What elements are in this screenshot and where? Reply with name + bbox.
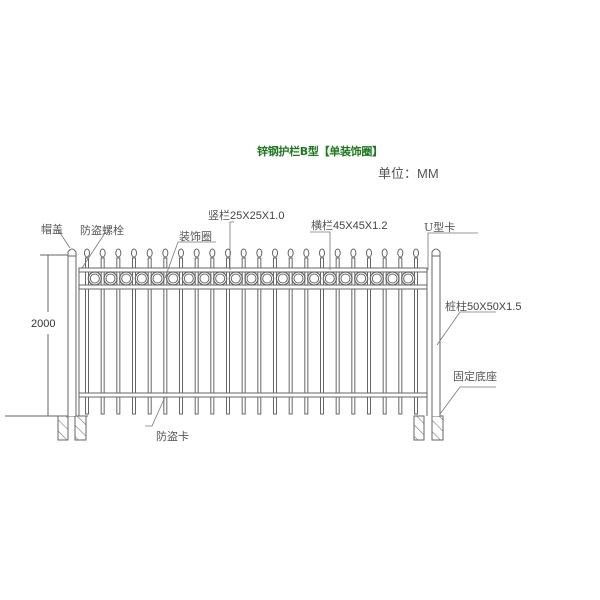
leader-ring	[164, 241, 179, 279]
leader-uclip	[427, 232, 478, 270]
decorative-ring	[87, 271, 102, 286]
picket-finial	[256, 248, 263, 258]
picket-finial	[397, 248, 404, 258]
picket	[85, 257, 89, 415]
picket-finial	[146, 248, 153, 258]
picket-finial	[193, 248, 200, 258]
decorative-ring	[291, 271, 306, 286]
decorative-ring	[322, 271, 337, 286]
picket	[351, 257, 356, 415]
label-decorative-ring: 装饰圈	[179, 230, 212, 243]
label-picket: 竖栏25X25X1.0	[208, 209, 285, 222]
picket	[163, 257, 168, 415]
picket	[273, 257, 277, 415]
decorative-ring	[197, 271, 212, 286]
decorative-ring	[354, 271, 369, 286]
decorative-ring	[385, 271, 400, 286]
picket	[132, 257, 136, 415]
leader-post	[436, 311, 496, 346]
picket	[304, 257, 309, 415]
decorative-ring	[275, 271, 290, 286]
leader-picket	[229, 221, 234, 270]
picket-finial	[287, 248, 294, 258]
leader-bolt	[81, 232, 106, 269]
picket-finial	[272, 248, 278, 258]
decorative-ring	[260, 271, 275, 286]
picket-finial	[225, 248, 231, 258]
left-post	[67, 248, 77, 416]
label-post: 桩柱50X50X1.5	[445, 300, 522, 313]
decorative-ring	[307, 271, 322, 286]
picket-finial	[115, 248, 122, 258]
picket-finial	[84, 248, 90, 258]
picket-finial	[240, 248, 247, 258]
picket-finial	[334, 248, 341, 258]
leader-base	[439, 386, 496, 415]
decorative-ring	[213, 271, 228, 286]
label-cap: 帽盖	[41, 223, 63, 236]
right-post	[431, 248, 441, 416]
middle-rail	[78, 284, 428, 290]
picket-finial	[303, 248, 310, 258]
label-anti-theft-clip: 防盗卡	[156, 430, 189, 443]
picket	[241, 257, 246, 415]
picket	[398, 257, 403, 415]
leader-antitheft-clip	[145, 396, 166, 427]
bottom-rail	[78, 392, 428, 398]
leader-cap	[57, 229, 71, 249]
decorative-ring	[228, 271, 243, 286]
picket	[116, 257, 121, 415]
picket	[147, 257, 152, 415]
picket-finial	[366, 248, 372, 258]
picket-finial	[350, 248, 357, 258]
leader-rail	[310, 231, 331, 270]
picket	[288, 257, 293, 415]
label-u-clip: U型卡	[424, 221, 456, 234]
decorative-ring	[103, 271, 118, 286]
picket	[335, 257, 340, 415]
decorative-ring	[369, 271, 384, 286]
label-base: 固定底座	[453, 370, 497, 383]
decorative-ring	[244, 271, 259, 286]
unit-label: 单位：MM	[378, 163, 439, 182]
picket	[194, 257, 199, 415]
picket-finial	[319, 248, 325, 258]
picket-finial	[162, 248, 169, 258]
decorative-ring	[181, 271, 196, 286]
label-rail: 横栏45X45X1.2	[311, 219, 388, 232]
picket-finial	[178, 248, 184, 258]
unit-prefix: 单位：	[378, 167, 418, 182]
picket-finial	[209, 248, 216, 258]
decorative-ring	[401, 271, 416, 286]
decorative-ring	[166, 271, 181, 286]
picket-finial	[131, 248, 137, 258]
label-anti-theft-bolt: 防盗螺栓	[80, 224, 124, 237]
picket	[382, 257, 387, 415]
picket	[226, 257, 230, 415]
picket-finial	[381, 248, 388, 258]
picket	[210, 257, 215, 415]
unit-value: MM	[417, 166, 439, 181]
picket	[100, 257, 105, 415]
decorative-ring	[338, 271, 353, 286]
top-rail	[78, 267, 428, 273]
picket-finial	[99, 248, 106, 258]
picket	[414, 257, 418, 415]
footings	[57, 415, 444, 441]
drawing-title: 锌钢护栏B型【单装饰圈】	[257, 145, 383, 158]
decorative-ring	[119, 271, 134, 286]
picket-finial	[413, 248, 419, 258]
decorative-ring	[134, 271, 149, 286]
picket	[320, 257, 324, 415]
picket	[367, 257, 371, 415]
decorative-ring	[150, 271, 165, 286]
height-dimension: 2000	[31, 318, 56, 330]
picket	[257, 257, 262, 415]
picket	[179, 257, 183, 415]
